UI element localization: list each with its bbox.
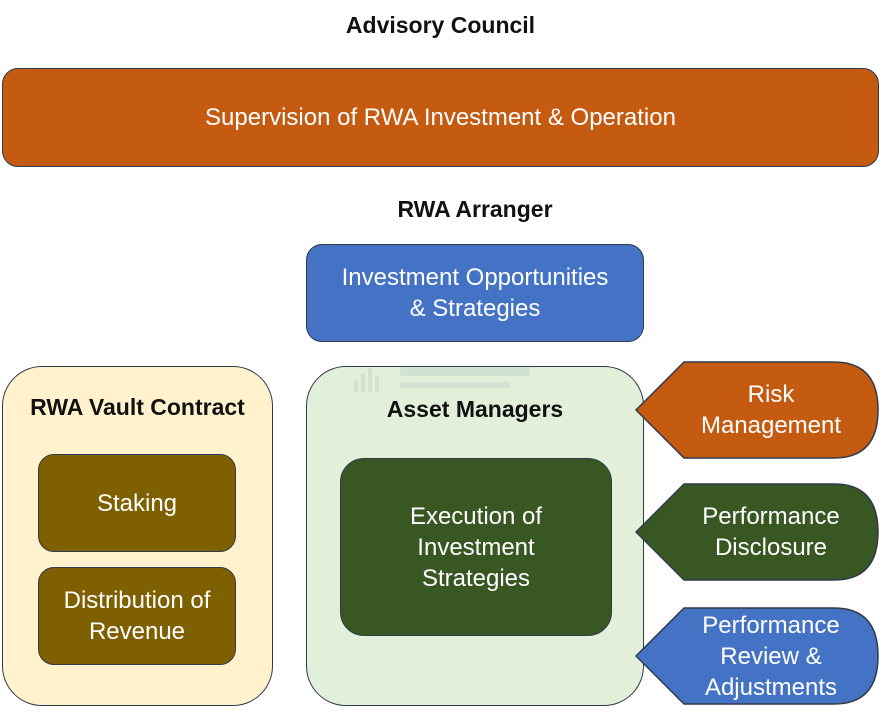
pentagon-shape-orange <box>634 361 879 459</box>
investment-strategies-box: Investment Opportunities & Strategies <box>306 244 644 342</box>
performance-disclosure-tag: Performance Disclosure <box>634 482 880 582</box>
investment-strategies-line1: Investment Opportunities <box>341 264 609 291</box>
distribution-line2: Revenue <box>88 618 186 645</box>
execution-line1: Execution of <box>409 502 543 530</box>
risk-management-tag: Risk Management <box>634 360 880 460</box>
risk-line1: Risk <box>747 381 795 408</box>
staking-label: Staking <box>96 489 178 517</box>
performance-disclosure-label: Performance Disclosure <box>668 482 874 582</box>
disclosure-line2: Disclosure <box>714 534 827 561</box>
vault-contract-heading: RWA Vault Contract <box>30 394 245 420</box>
advisory-council-heading: Advisory Council <box>345 12 536 38</box>
distribution-line1: Distribution of <box>63 587 211 614</box>
performance-review-label: Performance Review & Adjustments <box>668 606 874 706</box>
review-line1: Performance <box>702 611 840 639</box>
asset-managers-heading: Asset Managers <box>386 396 564 422</box>
risk-line2: Management <box>700 412 842 439</box>
rwa-arranger-heading: RWA Arranger <box>397 196 553 222</box>
execution-box: Execution of Investment Strategies <box>340 458 612 636</box>
execution-line3: Strategies <box>421 564 531 592</box>
staking-box: Staking <box>38 454 236 552</box>
disclosure-line1: Performance <box>702 503 840 530</box>
pentagon-shape-blue <box>634 607 879 705</box>
watermark-icon <box>354 366 530 392</box>
supervision-bar-label: Supervision of RWA Investment & Operatio… <box>205 104 676 131</box>
supervision-bar: Supervision of RWA Investment & Operatio… <box>2 68 879 167</box>
distribution-box: Distribution of Revenue <box>38 567 236 665</box>
execution-line2: Investment <box>417 533 535 561</box>
performance-review-tag: Performance Review & Adjustments <box>634 606 880 706</box>
review-line2: Review & <box>720 642 822 670</box>
pentagon-shape-green <box>634 483 879 581</box>
risk-management-label: Risk Management <box>668 360 874 460</box>
watermark-graphic <box>350 362 540 394</box>
investment-strategies-line2: & Strategies <box>409 295 541 322</box>
review-line3: Adjustments <box>704 673 838 701</box>
